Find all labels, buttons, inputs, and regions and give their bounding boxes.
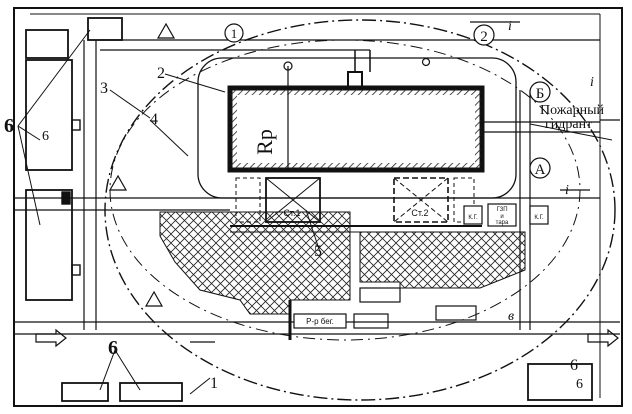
- kg-box-1: [463, 205, 483, 225]
- marker-circle-2: [473, 24, 495, 46]
- station-1-box: [265, 177, 321, 223]
- label-num-5: 5: [314, 243, 322, 260]
- danger-zone-circle: [104, 19, 616, 401]
- label-circle-2: 2: [480, 29, 488, 45]
- station-2-box: [393, 177, 449, 223]
- label-hydrant-1: Пожарный: [540, 103, 605, 118]
- label-num-6-right: 6: [570, 357, 578, 374]
- label-hydrant-2: гидрант: [545, 117, 592, 132]
- label-num-2: 2: [157, 65, 165, 82]
- reservoir-box: [293, 313, 347, 329]
- label-num-3: 3: [100, 80, 108, 97]
- leader-lines: [17, 29, 321, 395]
- marker-circle-a: [529, 157, 551, 179]
- label-point-a: A: [535, 162, 546, 178]
- label-kg-1: К.Г.: [468, 215, 478, 221]
- label-num-4: 4: [150, 111, 158, 128]
- label-slope-right: i: [565, 183, 569, 198]
- site-boundary: [13, 7, 623, 407]
- label-kg-2: К.Г.: [534, 215, 544, 221]
- label-num-1: 1: [210, 375, 218, 392]
- label-slope-top: i: [508, 19, 512, 34]
- main-tank: [227, 85, 485, 173]
- crosshatch-zone: [159, 211, 351, 315]
- label-gsm-2: и: [500, 214, 503, 220]
- label-gsm-1: ГЗП: [496, 207, 507, 213]
- kg-box-2: [529, 205, 549, 225]
- label-reservoir: Р-р бег.: [306, 317, 334, 326]
- label-num-6-b1: 6: [42, 129, 49, 144]
- label-point-b: Б: [536, 86, 545, 102]
- label-num-6-bottom: 6: [108, 337, 118, 359]
- label-num-6-left: 6: [4, 115, 14, 137]
- marker-circle-1: [224, 23, 244, 43]
- label-station-2: Ст.2: [411, 208, 428, 218]
- label-v: в: [508, 309, 514, 324]
- label-slope-upper-right: i: [590, 75, 594, 90]
- left-buildings: [25, 17, 123, 301]
- gsm-box: [487, 203, 517, 227]
- label-radius: Rр: [252, 129, 277, 155]
- marker-circle-b: [529, 81, 551, 103]
- label-num-6-b2: 6: [576, 377, 583, 392]
- inner-contour: [197, 57, 517, 199]
- label-station-1: Ст.1: [283, 208, 300, 218]
- bottom-buildings: [61, 363, 593, 402]
- label-gsm-3: тара: [496, 220, 509, 226]
- label-circle-1: 1: [231, 26, 238, 41]
